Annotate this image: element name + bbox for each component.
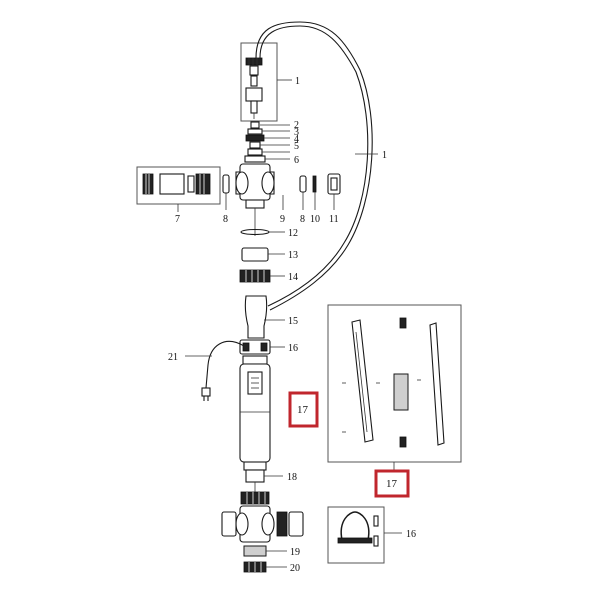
callout-10: 10 <box>310 214 320 225</box>
part-17-uv-chamber <box>239 355 271 471</box>
part-16-clamp <box>239 339 271 355</box>
callout-19: 19 <box>290 547 300 558</box>
parts-2-6-stack <box>244 121 266 163</box>
leader-lines <box>177 79 402 568</box>
callout-13: 13 <box>288 250 298 261</box>
upper-tee-fitting <box>235 163 275 236</box>
part-8-left-gasket <box>222 174 230 194</box>
callout-6: 6 <box>294 155 299 166</box>
callout-4: 4 <box>294 134 299 145</box>
parts-19-20 <box>243 545 267 573</box>
callout-16-inset: 16 <box>406 529 416 540</box>
highlight-box-17-main <box>288 391 319 428</box>
right-side-fittings <box>299 173 341 195</box>
callout-7: 7 <box>175 214 180 225</box>
callout-20: 20 <box>290 563 300 574</box>
callout-5: 5 <box>294 141 299 152</box>
highlight-box-17-inset <box>374 469 410 498</box>
callout-11: 11 <box>329 214 339 225</box>
callout-9: 9 <box>280 214 285 225</box>
part-21-power-cord <box>201 340 245 401</box>
callout-8-left: 8 <box>223 214 228 225</box>
inset-17-lamp-assembly <box>327 304 462 463</box>
callout-1-hose: 1 <box>382 150 387 161</box>
callout-21: 21 <box>168 352 178 363</box>
parts-12-14 <box>239 228 271 283</box>
callout-17-main: 17 <box>297 404 309 416</box>
callout-15: 15 <box>288 316 298 327</box>
part-18-lower-connector <box>245 469 265 492</box>
hose-part-1 <box>255 21 373 311</box>
callout-1-top: 1 <box>295 76 300 87</box>
callout-8-right: 8 <box>300 214 305 225</box>
callout-14: 14 <box>288 272 298 283</box>
part-7-adapter-box <box>136 166 221 205</box>
part-15-union <box>244 295 268 339</box>
callout-3: 3 <box>294 127 299 138</box>
lower-tee-fitting <box>221 491 304 543</box>
callout-12: 12 <box>288 228 298 239</box>
callout-17-inset: 17 <box>386 478 398 490</box>
part-1-flow-switch <box>240 42 278 122</box>
callout-2: 2 <box>294 120 299 131</box>
inset-16-clamp <box>327 506 385 564</box>
callout-16: 16 <box>288 343 298 354</box>
callout-18: 18 <box>287 472 297 483</box>
